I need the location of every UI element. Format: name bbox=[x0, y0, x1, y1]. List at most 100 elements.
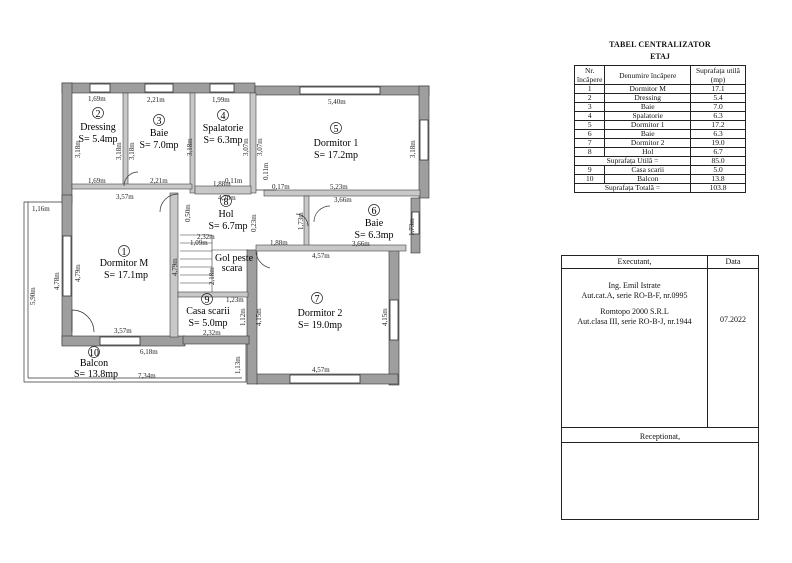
dim: 1,73m bbox=[408, 218, 416, 236]
room-2-name: Dressing bbox=[80, 122, 116, 133]
room-2-area: S= 5.4mp bbox=[79, 134, 118, 145]
dim: 6,18m bbox=[140, 348, 158, 356]
room-3-number: 3 bbox=[157, 116, 162, 127]
total-area-value: 103.8 bbox=[690, 183, 746, 193]
room-4-name: Spalatorie bbox=[203, 123, 244, 134]
balcony bbox=[23, 201, 247, 383]
dim: 4,78m bbox=[53, 272, 61, 290]
windows bbox=[62, 83, 429, 384]
cell: 10 bbox=[573, 174, 606, 184]
room-1-name: Dormitor M bbox=[100, 258, 149, 269]
executant-header: Executant, Data bbox=[562, 256, 758, 269]
room-4-number: 4 bbox=[221, 111, 226, 122]
dim: 1,12m bbox=[239, 308, 247, 326]
stair-label-line2: scara bbox=[222, 263, 243, 274]
dim: 3,18m bbox=[115, 142, 123, 160]
room-10-area: S= 13.8mp bbox=[74, 369, 118, 380]
room-8-name: Hol bbox=[219, 209, 234, 220]
dim: 3,57m bbox=[116, 193, 134, 201]
executant-line-2: Aut.cat.A, serie RO-B-F, nr.0995 bbox=[581, 291, 688, 300]
summary-table-block: TABEL CENTRALIZATOR ETAJ Nr. încăpere De… bbox=[573, 40, 746, 193]
room-7-number: 7 bbox=[315, 294, 320, 305]
dim: 3,07m bbox=[242, 138, 250, 156]
dim: 4,79m bbox=[74, 264, 82, 282]
dim: 4,79m bbox=[171, 258, 179, 276]
table-title: TABEL CENTRALIZATOR bbox=[609, 40, 711, 49]
dim: 5,40m bbox=[328, 98, 346, 106]
summary-table: Nr. încăpere Denumire încăpere Suprafața… bbox=[573, 65, 746, 193]
dim: 3,18m bbox=[409, 140, 417, 158]
doors bbox=[71, 171, 331, 333]
header-suprafata: Suprafața utilă (mp) bbox=[690, 65, 746, 85]
table-subtitle: ETAJ bbox=[650, 52, 670, 61]
room-8-number: 8 bbox=[224, 197, 229, 208]
stair bbox=[180, 234, 248, 292]
total-area-row: Suprafața Totală =103.8 bbox=[574, 183, 746, 193]
room-3-name: Baie bbox=[150, 128, 169, 139]
date-label: Data bbox=[725, 257, 741, 266]
dim: 1,73m bbox=[297, 212, 305, 230]
receptionat-label: Receptionat, bbox=[562, 428, 758, 443]
room-9-number: 9 bbox=[205, 295, 210, 306]
interior-walls bbox=[71, 92, 421, 338]
dim: 4,15m bbox=[381, 308, 389, 326]
floor-plan: 2 Dressing S= 5.4mp 3 Baie S= 7.0mp 4 Sp… bbox=[23, 82, 430, 386]
room-10-number: 10 bbox=[89, 348, 99, 359]
dim: 0,23m bbox=[250, 214, 258, 232]
executant-label: Executant, bbox=[562, 256, 708, 268]
dimension-labels: 1,69m 2,21m 1,99m 5,40m 3,18m 3,18m 3,18… bbox=[29, 95, 417, 380]
dim: 4,15m bbox=[255, 308, 263, 326]
room-6-number: 6 bbox=[372, 206, 377, 217]
room-6-name: Baie bbox=[365, 218, 384, 229]
executant-line-1: Ing. Emil Istrate bbox=[608, 281, 661, 290]
dim: 1,23m bbox=[226, 296, 244, 304]
dim: 3,57m bbox=[114, 327, 132, 335]
dim: 2,32m bbox=[203, 329, 221, 337]
executant-line-4: Aut.clasa III, serie RO-B-J, nr.1944 bbox=[577, 317, 692, 326]
dim: 0,11m bbox=[225, 177, 243, 185]
dim: 3,66m bbox=[352, 240, 370, 248]
executant-details: Ing. Emil Istrate Aut.cat.A, serie RO-B-… bbox=[562, 269, 708, 427]
header-denumire: Denumire încăpere bbox=[604, 65, 691, 85]
room-labels: 2 Dressing S= 5.4mp 3 Baie S= 7.0mp 4 Sp… bbox=[74, 109, 393, 380]
dim: 5,23m bbox=[330, 183, 348, 191]
room-1-area: S= 17.1mp bbox=[104, 270, 148, 281]
dim: 1,99m bbox=[212, 96, 230, 104]
dim: 3,18m bbox=[128, 142, 136, 160]
dim: 2,32m bbox=[197, 233, 215, 241]
cell: 8 bbox=[573, 147, 606, 157]
dim: 7,34m bbox=[138, 372, 156, 380]
total-area-label: Suprafața Totală = bbox=[574, 183, 691, 193]
room-8-area: S= 6.7mp bbox=[209, 221, 248, 232]
stair-label-line1: Gol peste bbox=[215, 253, 254, 264]
header-nr: Nr. încăpere bbox=[573, 65, 606, 85]
room-circles bbox=[88, 107, 380, 358]
dim: 1,69m bbox=[88, 177, 106, 185]
room-4-area: S= 6.3mp bbox=[204, 135, 243, 146]
dim: 2,21m bbox=[147, 96, 165, 104]
room-7-area: S= 19.0mp bbox=[298, 320, 342, 331]
dim: 3,66m bbox=[334, 196, 352, 204]
room-3-area: S= 7.0mp bbox=[140, 140, 179, 151]
dim: 3,07m bbox=[256, 138, 264, 156]
date-value: 07.2022 bbox=[720, 315, 746, 324]
dim: 5,90m bbox=[29, 287, 37, 305]
room-1-number: 1 bbox=[122, 247, 127, 258]
dim: 4,57m bbox=[312, 252, 330, 260]
dim: 2,18m bbox=[208, 267, 216, 285]
dim: 0,17m bbox=[272, 183, 290, 191]
dim: 4,20m bbox=[218, 194, 236, 202]
room-5-name: Dormitor 1 bbox=[314, 138, 359, 149]
dim: 0,50m bbox=[184, 204, 192, 222]
dim: 2,21m bbox=[150, 177, 168, 185]
executant-line-3: Romtopo 2000 S.R.L bbox=[600, 307, 669, 316]
executant-body: Ing. Emil Istrate Aut.cat.A, serie RO-B-… bbox=[562, 269, 758, 428]
dim: 4,57m bbox=[312, 366, 330, 374]
room-2-number: 2 bbox=[96, 109, 101, 120]
dim: 1,13m bbox=[234, 356, 242, 374]
dim: 3,18m bbox=[186, 138, 194, 156]
room-10-name: Balcon bbox=[80, 358, 108, 369]
dim: 0,11m bbox=[262, 162, 270, 180]
room-9-name: Casa scarii bbox=[186, 306, 230, 317]
dim: 1,16m bbox=[32, 205, 50, 213]
